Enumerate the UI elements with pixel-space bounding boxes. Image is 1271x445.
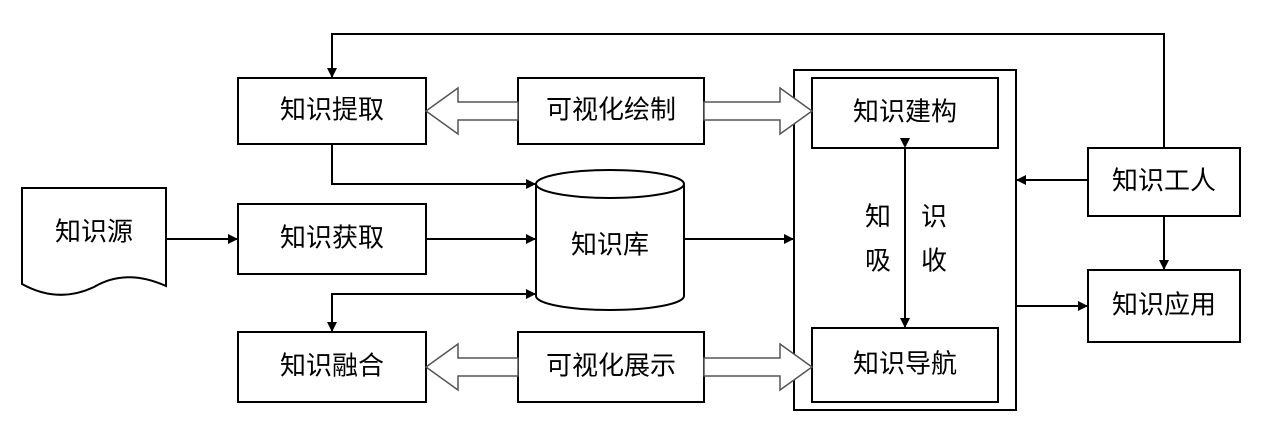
knowledge-base-label: 知识库 <box>571 231 649 261</box>
absorption-char-1: 知 <box>865 203 891 233</box>
knowledge-extraction-label: 知识提取 <box>280 96 384 126</box>
draw-to-construction-hollow-arrow <box>703 86 814 136</box>
extraction-to-base-arrow <box>331 144 536 189</box>
visual-display-box <box>517 331 705 403</box>
knowledge-application-label: 知识应用 <box>1112 291 1216 321</box>
knowledge-navigation-box <box>811 327 999 403</box>
visual-display-label: 可视化展示 <box>546 352 676 382</box>
knowledge-worker-label: 知识工人 <box>1112 167 1216 197</box>
display-to-navigation-hollow-arrow <box>703 342 814 392</box>
base-to-fusion-arrow <box>327 293 536 332</box>
worker-feedback-to-extraction-arrow <box>327 33 1165 148</box>
knowledge-acquisition-label: 知识获取 <box>280 224 384 254</box>
knowledge-navigation-label: 知识导航 <box>853 350 957 380</box>
visual-drawing-label: 可视化绘制 <box>546 96 676 126</box>
knowledge-source-shape <box>21 187 167 296</box>
display-to-fusion-hollow-arrow <box>424 342 519 392</box>
knowledge-construction-box <box>811 77 999 149</box>
knowledge-source-label: 知识源 <box>55 218 133 248</box>
absorption-char-3: 识 <box>921 203 947 233</box>
knowledge-fusion-label: 知识融合 <box>280 352 384 382</box>
knowledge-construction-label: 知识建构 <box>853 98 957 128</box>
draw-to-extraction-hollow-arrow <box>424 86 519 136</box>
knowledge-fusion-box <box>237 331 427 403</box>
absorption-char-4: 收 <box>921 247 947 277</box>
knowledge-base-cylinder <box>535 169 685 311</box>
absorption-char-2: 吸 <box>865 247 891 277</box>
knowledge-acquisition-box <box>237 203 427 275</box>
